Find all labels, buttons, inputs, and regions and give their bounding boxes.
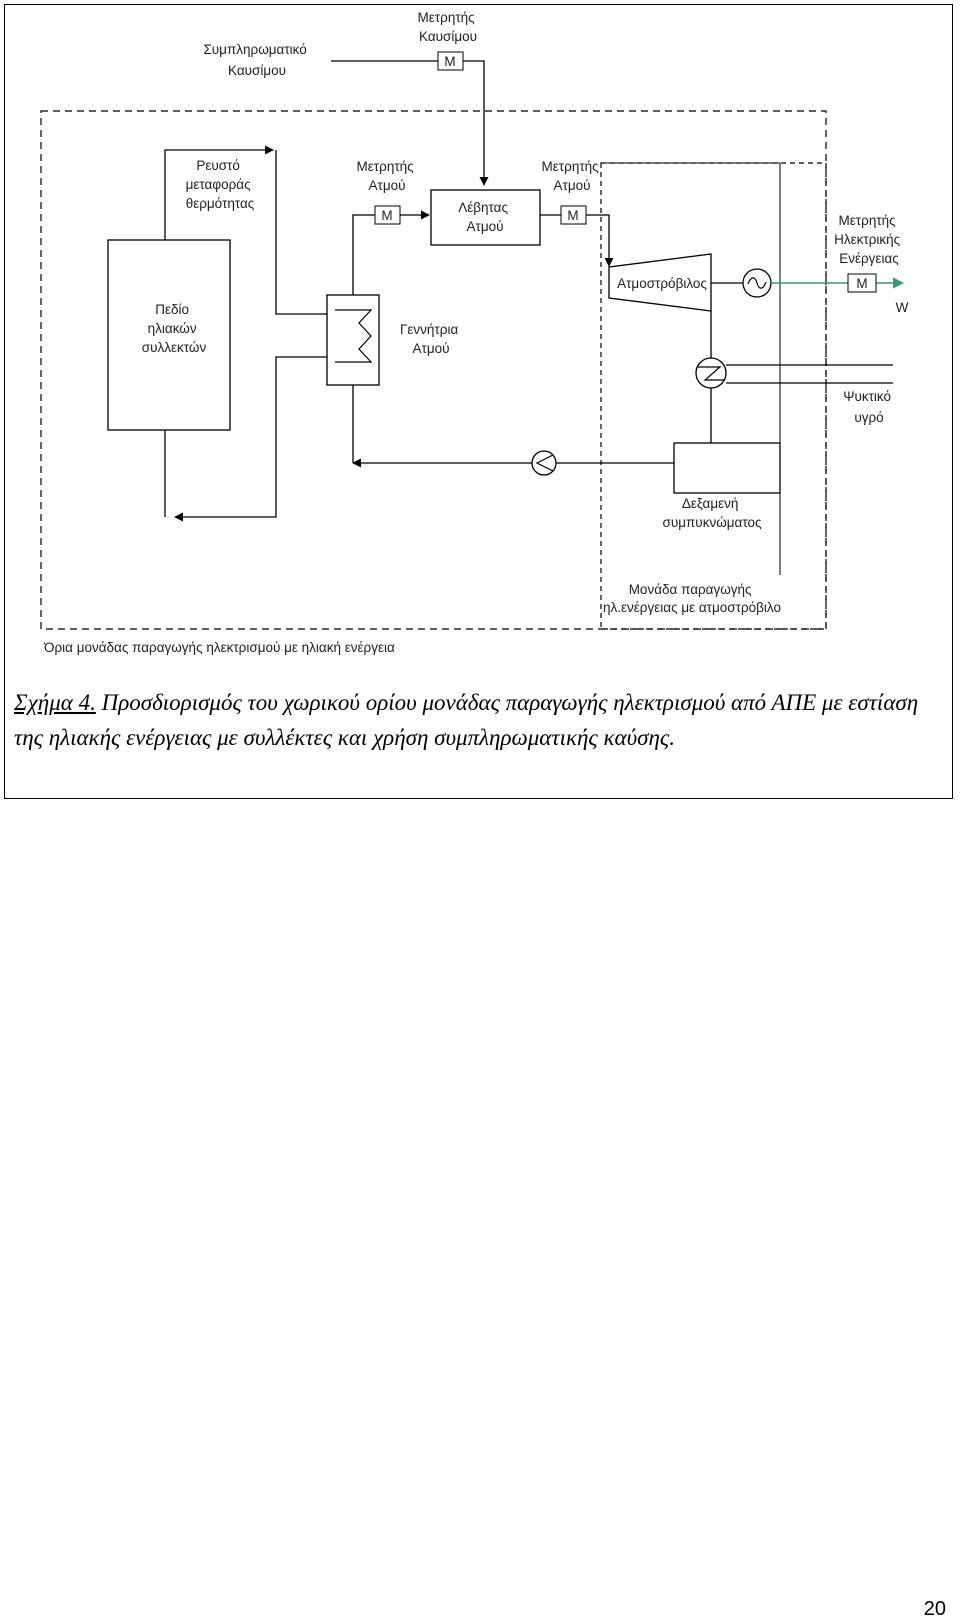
svg-text:M: M: [444, 54, 455, 69]
svg-text:M: M: [381, 208, 392, 223]
caption-label: Σχήμα 4.: [14, 690, 96, 715]
supplementary-fuel-label: Συμπληρωματικό Καυσίμου: [203, 42, 310, 78]
condensate-tank-label: Δεξαμενή συμπυκνώματος: [663, 496, 762, 530]
generator-icon: [742, 268, 772, 298]
turbine-label: Ατμοστρόβιλος: [617, 276, 707, 291]
turbine-unit-boundary-line: [600, 162, 827, 630]
solar-plant-diagram: Συμπληρωματικό Καυσίμου Μετρητής Καυσίμο…: [40, 10, 909, 655]
turbine-unit-label: Μονάδα παραγωγής ηλ.ενέργειας με ατμοστρ…: [603, 582, 781, 615]
condensate-tank: [673, 442, 781, 494]
steam-generator: [326, 294, 380, 386]
steam-meter-2: M: [560, 205, 587, 225]
page-number: 20: [923, 1598, 946, 1620]
electricity-meter-label: Μετρητής Ηλεκτρικής Ενέργειας: [834, 213, 904, 266]
fuel-meter: M: [437, 51, 464, 71]
steam-generator-label: Γεννήτρια Ατμού: [400, 322, 462, 356]
output-w-label: W: [896, 300, 909, 315]
steam-meter-1-label: Μετρητής Ατμού: [357, 159, 418, 193]
pump-icon: [531, 450, 557, 476]
boiler: [430, 189, 541, 246]
condenser-icon: [695, 357, 727, 389]
collector-field: [107, 239, 231, 431]
solar-plant-boundary-label: Όρια μονάδας παραγωγής ηλεκτρισμού με ηλ…: [43, 640, 395, 655]
steam-meter-2-label: Μετρητής Ατμού: [542, 159, 603, 193]
heat-transfer-fluid-label: Ρευστό μεταφοράς θερμότητας: [186, 158, 255, 211]
electricity-meter: M: [847, 273, 877, 293]
fuel-meter-label: Μετρητής Καυσίμου: [418, 10, 479, 44]
svg-text:M: M: [856, 276, 867, 291]
boiler-label: Λέβητας Ατμού: [458, 200, 512, 234]
figure-caption: Σχήμα 4. Προσδιορισμός του χωρικού ορίου…: [14, 685, 949, 755]
steam-meter-1: M: [374, 205, 401, 225]
collector-field-label: Πεδίο ηλιακών συλλεκτών: [142, 302, 207, 355]
caption-text: Προσδιορισμός του χωρικού ορίου μονάδας …: [14, 690, 919, 750]
figure-frame: [4, 4, 953, 799]
coolant-label: Ψυκτικό υγρό: [843, 389, 895, 425]
svg-text:M: M: [567, 208, 578, 223]
